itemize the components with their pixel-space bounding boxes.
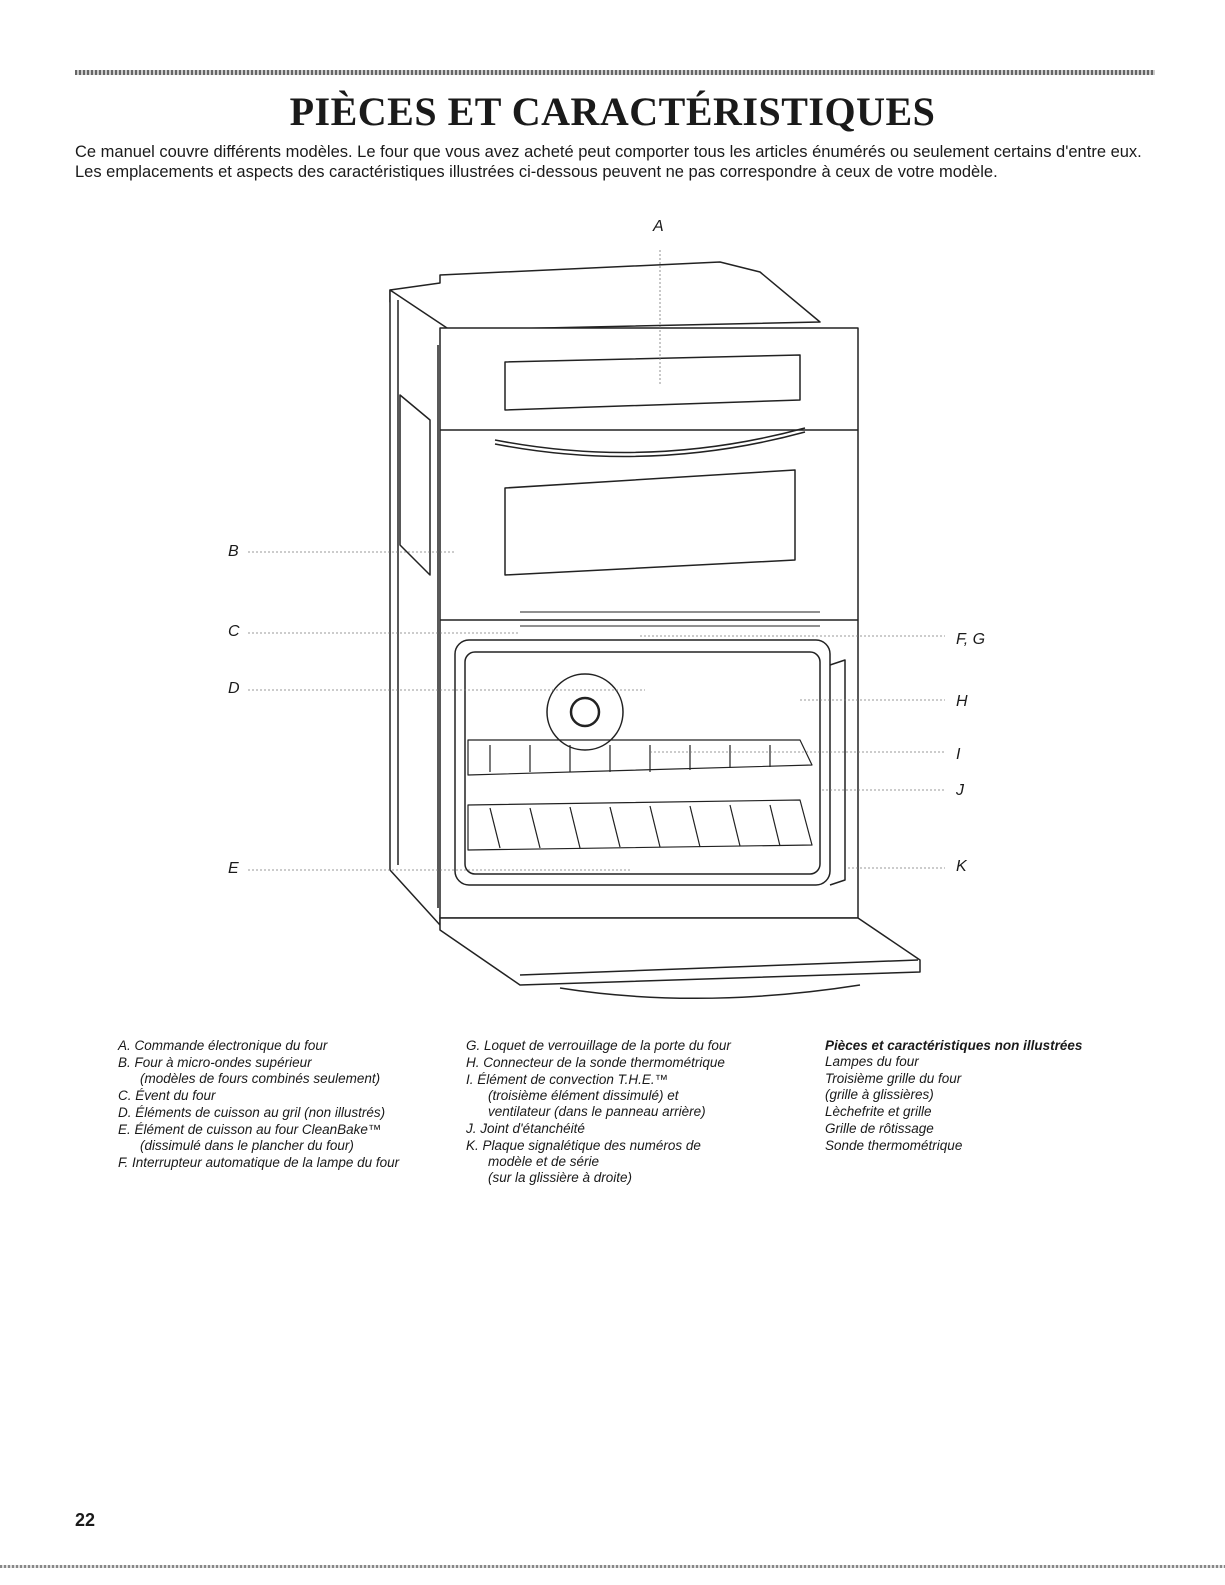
callout-d: D <box>228 680 240 697</box>
callout-i: I <box>956 746 961 763</box>
oven-door <box>439 917 921 986</box>
legend-item: Grille de rôtissage <box>825 1121 934 1136</box>
callout-c: C <box>228 623 240 640</box>
legend-item: J. Joint d'étanchéité <box>466 1121 585 1136</box>
legend-item: F. Interrupteur automatique de la lampe … <box>118 1155 400 1170</box>
oven-cavity <box>454 639 831 886</box>
page-number: 22 <box>75 1510 96 1530</box>
callout-h: H <box>956 693 968 710</box>
legend-item: Lampes du four <box>825 1054 919 1069</box>
callout-b: B <box>228 543 239 560</box>
top-rule <box>75 70 1155 75</box>
legend-item: Troisième grille du four(grille à glissi… <box>825 1071 962 1102</box>
oven-rack-lower <box>467 799 813 851</box>
control-panel <box>504 354 801 411</box>
callout-k: K <box>956 858 967 875</box>
legend-item: I. Élément de convection T.H.E.™(troisiè… <box>466 1072 706 1119</box>
bottom-rule <box>0 1565 1225 1568</box>
microwave-window <box>504 469 796 576</box>
left-side-panel <box>389 289 451 926</box>
microwave-handle <box>494 427 806 454</box>
callout-e: E <box>228 860 239 877</box>
legend-item: B. Four à micro-ondes supérieur(modèles … <box>118 1055 381 1086</box>
legend-item: G. Loquet de verrouillage de la porte du… <box>466 1038 731 1053</box>
legend-item: A. Commande électronique du four <box>118 1038 328 1053</box>
legend-item: Lèchefrite et grille <box>825 1104 932 1119</box>
legend-item: D. Éléments de cuisson au gril (non illu… <box>118 1105 386 1120</box>
legend-heading: Pièces et caractéristiques non illustrée… <box>825 1038 1083 1053</box>
legend-item: C. Évent du four <box>118 1088 216 1103</box>
convection-fan <box>546 673 624 751</box>
cabinet-top <box>389 261 821 331</box>
page-title: PIÈCES ET CARACTÉRISTIQUES <box>289 89 936 134</box>
legend-column-2: G. Loquet de verrouillage de la porte du… <box>466 1038 816 1187</box>
legend-column-3: Pièces et caractéristiques non illustrée… <box>825 1038 1165 1155</box>
oven-vent <box>520 611 820 627</box>
front-frame <box>439 327 859 919</box>
legend-item: Sonde thermométrique <box>825 1138 963 1153</box>
callout-j: J <box>956 782 964 799</box>
callout-a: A <box>653 218 664 235</box>
legend-item: E. Élément de cuisson au four CleanBake™… <box>118 1122 382 1153</box>
legend-column-1: A. Commande électronique du four B. Four… <box>118 1038 478 1172</box>
intro-paragraph: Ce manuel couvre différents modèles. Le … <box>75 143 1142 181</box>
legend-item: H. Connecteur de la sonde thermométrique <box>466 1055 725 1070</box>
oven-rack-upper <box>467 739 813 776</box>
callout-fg: F, G <box>956 631 986 648</box>
